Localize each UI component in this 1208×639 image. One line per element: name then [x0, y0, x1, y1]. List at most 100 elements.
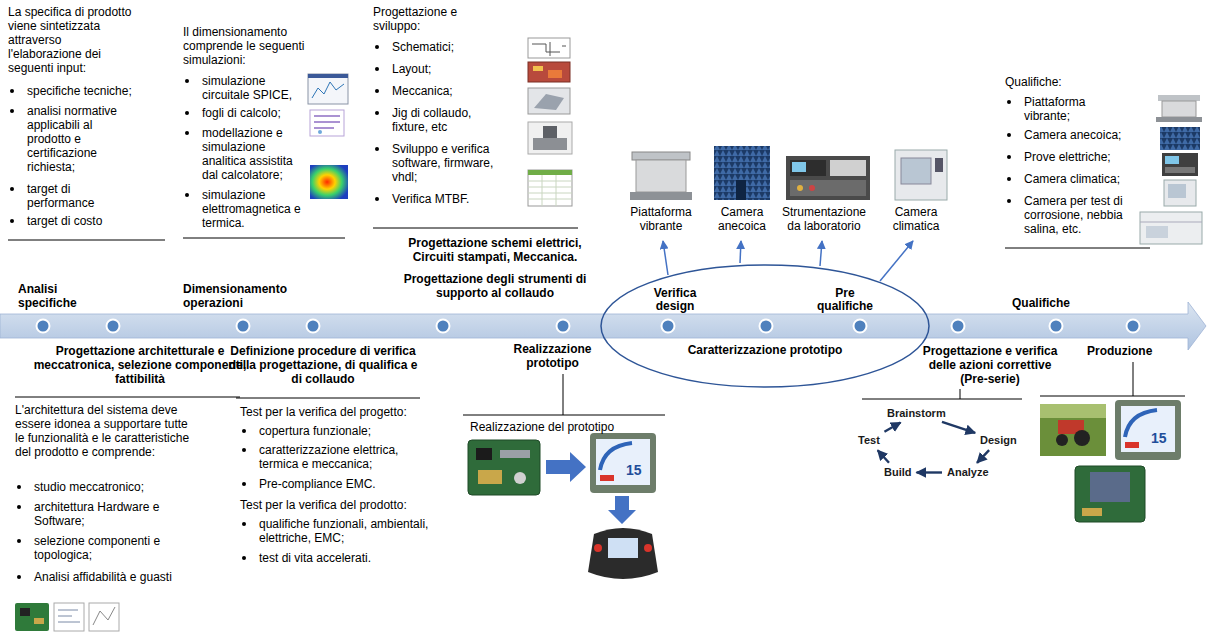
bullet-item: Meccanica; — [392, 84, 492, 98]
architecture-thumbs — [15, 603, 119, 631]
bullet-item: simulazione elettromagnetica e termica. — [202, 188, 307, 230]
cycle-arrow — [917, 471, 943, 473]
bullet-dot — [1007, 133, 1011, 137]
stage-heading: Analisi specifiche — [18, 282, 98, 310]
bullet-item: Schematici; — [392, 40, 492, 54]
bullet-item: target di costo — [27, 214, 147, 228]
cycle-step: Test — [856, 433, 882, 448]
bullet-item: Camera anecoica; — [1024, 128, 1134, 142]
bullet-dot — [1007, 155, 1011, 159]
bullet-dot — [375, 111, 379, 115]
bullet-item: fogli di calcolo; — [202, 106, 302, 120]
bullet-item: specifiche tecniche; — [27, 84, 177, 98]
ellipse-outline — [601, 265, 929, 387]
anechoic-photo — [714, 146, 770, 200]
mtbf-sheet — [528, 170, 572, 206]
cycle-step-label: Brainstorm — [887, 407, 946, 420]
description-text: Qualifiche: — [1005, 75, 1125, 89]
mechanics-thumb — [528, 88, 570, 114]
stage-heading: Definizione procedure di verifica della … — [223, 344, 423, 386]
bullet-item: Camera per test di corrosione, nebbia sa… — [1024, 194, 1129, 236]
leader-arrows — [663, 241, 913, 281]
bullet-item: Sviluppo e verifica software, firmware, … — [392, 142, 502, 184]
bullet-item: Analisi affidabilità e guasti — [34, 570, 204, 584]
description-text: Il dimensionamento comprende le seguenti… — [183, 25, 323, 67]
cycle-step: Analyze — [945, 465, 991, 480]
bullet-dot — [242, 556, 246, 560]
ellipse-outline — [600, 264, 930, 388]
cycle-arrow — [878, 450, 889, 463]
bullet-dot — [242, 522, 246, 526]
description-text: Progettazione e sviluppo: — [373, 5, 483, 33]
bullet-item: Verifica MTBF. — [392, 192, 502, 206]
cycle-arrow — [942, 422, 975, 433]
climatic-chamber-photo — [895, 150, 947, 200]
cycle-step-label: Analyze — [947, 466, 989, 479]
schematic-thumb — [528, 38, 570, 58]
bullet-dot — [10, 109, 14, 113]
layout-thumb — [528, 62, 570, 82]
bullet-dot — [1007, 199, 1011, 203]
separator-lines — [8, 228, 1185, 415]
bullet-dot — [375, 89, 379, 93]
cycle-step-label: Build — [884, 466, 912, 479]
bullet-dot — [185, 131, 189, 135]
stage-heading: Progettazione degli strumenti di support… — [380, 272, 610, 300]
stage-heading: Progettazione architetturale e meccatron… — [30, 344, 250, 386]
bullet-item: test di vita accelerati. — [259, 551, 409, 565]
bullet-item: Prove elettriche; — [1024, 150, 1134, 164]
cycle-step: Brainstorm — [885, 406, 948, 421]
bullet-dot — [242, 429, 246, 433]
calc-sheet-icon — [310, 110, 344, 136]
process-ellipse: Verifica design Pre qualificheCaratterizz… — [600, 264, 930, 388]
stage-heading: Verifica design — [640, 287, 710, 313]
cycle-arrow — [977, 450, 989, 463]
stage-heading: Progettazione schemi elettrici, Circuiti… — [395, 236, 595, 264]
bullet-item: analisi normative applicabili al prodott… — [27, 104, 139, 174]
stage-heading: Pre qualifiche — [810, 287, 880, 313]
photo-caption: Piattaforma vibrante — [613, 205, 709, 233]
bullet-dot — [375, 147, 379, 151]
bullet-dot — [185, 193, 189, 197]
bullet-item: studio meccatronico; — [34, 480, 184, 494]
stage-heading: Realizzazione prototipo — [505, 342, 600, 370]
stage-heading: Progettazione e verifica delle azioni co… — [920, 344, 1060, 386]
bullet-dot — [10, 89, 14, 93]
description-text: Test per la verifica del prodotto: — [240, 498, 430, 512]
bullet-item: selezione componenti e topologica; — [34, 534, 174, 562]
bullet-dot — [1007, 177, 1011, 181]
description-text: La specifica di prodotto viene sintetizz… — [8, 5, 134, 75]
cycle-arrow — [884, 422, 900, 431]
bullet-item: simulazione circuitale SPICE, — [202, 74, 302, 102]
bullet-item: Jig di collaudo, fixture, etc — [392, 106, 492, 134]
bullet-dot — [10, 219, 14, 223]
bullet-item: modellazione e simulazione analitica ass… — [202, 126, 307, 182]
bullet-dot — [1007, 100, 1011, 104]
bullet-item: Camera climatica; — [1024, 172, 1134, 186]
bullet-dot — [375, 197, 379, 201]
shaker-photo — [630, 152, 692, 200]
cycle-step-label: Test — [858, 434, 880, 447]
description-text: Realizzazione del prototipo — [470, 420, 660, 434]
description-text: Test per la verifica del progetto: — [240, 405, 430, 419]
instruments-photo — [786, 156, 870, 200]
stage-heading: Produzione — [1087, 344, 1177, 358]
bullet-item: Piattaforma vibrante; — [1024, 95, 1114, 123]
description-text: L'architettura del sistema deve essere i… — [15, 403, 195, 459]
cycle-step-label: Design — [980, 434, 1017, 447]
spice-screenshot — [308, 74, 348, 104]
cycle-step: Build — [882, 465, 914, 480]
stage-heading: Caratterizzazione prototipo — [685, 344, 845, 357]
bullet-dot — [375, 45, 379, 49]
bullet-dot — [17, 485, 21, 489]
bullet-dot — [17, 539, 21, 543]
bullet-item: copertura funzionale; — [259, 424, 409, 438]
bullet-item: qualifiche funzionali, ambientali, elett… — [259, 517, 429, 545]
cycle-step: Design — [978, 433, 1019, 448]
bullet-dot — [242, 482, 246, 486]
bullet-dot — [242, 448, 246, 452]
display-reading: 15 — [1151, 430, 1173, 446]
timeline-dots — [37, 320, 1140, 333]
bullet-dot — [185, 111, 189, 115]
thermal-map — [310, 165, 348, 199]
